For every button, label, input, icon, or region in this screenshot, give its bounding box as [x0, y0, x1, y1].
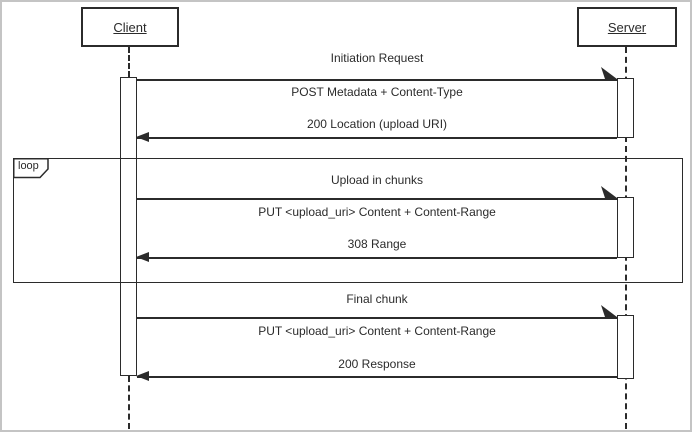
section-title-upload-chunks: Upload in chunks — [330, 173, 424, 187]
loop-fragment-frame — [13, 158, 683, 283]
activation-bar-server-1 — [617, 78, 634, 138]
lifeline-client — [128, 376, 130, 429]
arrow-line-put-chunk — [137, 198, 617, 200]
actor-box-server: Server — [577, 7, 677, 47]
arrowhead-right-icon — [601, 305, 617, 317]
arrowhead-right-icon — [601, 186, 617, 198]
section-title-final-chunk: Final chunk — [346, 292, 408, 306]
message-200-response: 200 Response — [338, 357, 416, 371]
arrow-line-post-metadata — [137, 79, 617, 81]
arrow-line-put-final — [137, 317, 617, 319]
arrow-line-308-range — [137, 257, 617, 259]
message-put-chunk: PUT <upload_uri> Content + Content-Range — [258, 205, 496, 219]
arrowhead-left-icon — [136, 132, 149, 142]
loop-fragment-tab — [13, 158, 49, 179]
activation-bar-server-2 — [617, 197, 634, 258]
arrowhead-right-icon — [601, 67, 617, 79]
arrow-line-200-location — [137, 137, 617, 139]
actor-box-client: Client — [81, 7, 179, 47]
section-title-initiation: Initiation Request — [330, 51, 424, 65]
message-post-metadata: POST Metadata + Content-Type — [291, 85, 463, 99]
actor-label-client: Client — [113, 19, 147, 35]
loop-fragment-label: loop — [18, 160, 39, 172]
actor-label-server: Server — [607, 19, 647, 35]
arrowhead-left-icon — [136, 252, 149, 262]
activation-bar-client — [120, 77, 137, 376]
message-200-location: 200 Location (upload URI) — [306, 117, 448, 131]
message-308-range: 308 Range — [347, 237, 407, 251]
arrowhead-left-icon — [136, 371, 149, 381]
arrow-line-200-response — [137, 376, 617, 378]
lifeline-client — [128, 47, 130, 77]
message-put-final: PUT <upload_uri> Content + Content-Range — [258, 324, 496, 338]
activation-bar-server-3 — [617, 315, 634, 379]
